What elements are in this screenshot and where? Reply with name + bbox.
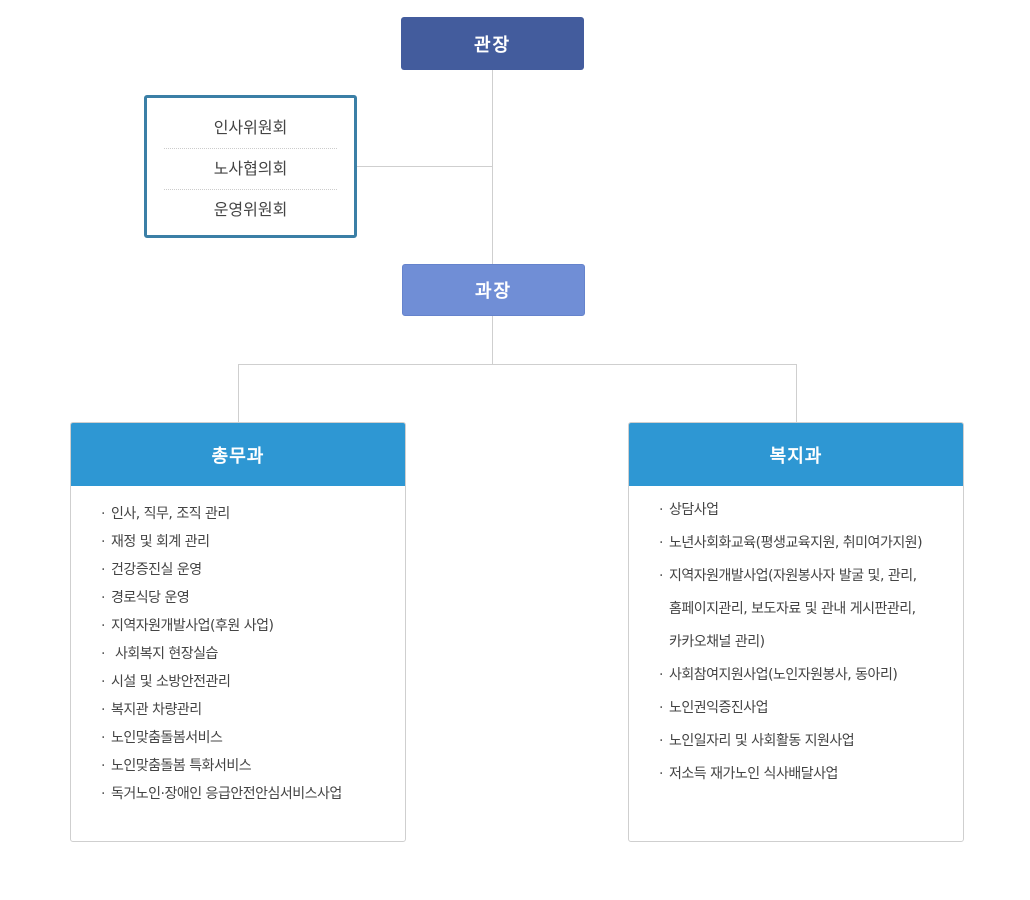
committees-box: 인사위원회 노사협의회 운영위원회 [144,95,357,238]
list-item-multiline: 지역자원개발사업(자원봉사자 발굴 및, 관리, 홈페이지관리, 보도자료 및 … [659,566,963,652]
list-item: 경로식당 운영 [101,588,405,616]
list-item: 사회참여지원사업(노인자원봉사, 동아리) [659,665,963,685]
connector-general [238,364,239,422]
connector-director-manager [492,70,493,264]
department-welfare-list: 상담사업 노년사회화교육(평생교육지원, 취미여가지원) 지역자원개발사업(자원… [629,486,963,784]
list-item: 노인권익증진사업 [659,698,963,718]
connector-horizontal [238,364,797,365]
manager-node: 과장 [402,264,585,316]
list-item-line: 홈페이지관리, 보도자료 및 관내 게시판관리, [669,601,916,617]
department-general: 총무과 인사, 직무, 조직 관리 재정 및 회계 관리 건강증진실 운영 경로… [70,422,406,842]
committee-personnel: 인사위원회 [213,118,288,137]
list-item: 지역자원개발사업(후원 사업) [101,616,405,644]
committee-operation: 운영위원회 [164,189,337,230]
list-item: 인사, 직무, 조직 관리 [101,504,405,532]
list-item: 시설 및 소방안전관리 [101,672,405,700]
list-item-line: 지역자원개발사업(자원봉사자 발굴 및, 관리, [669,568,917,584]
list-item: 노년사회화교육(평생교육지원, 취미여가지원) [659,533,963,553]
department-welfare: 복지과 상담사업 노년사회화교육(평생교육지원, 취미여가지원) 지역자원개발사… [628,422,964,842]
department-welfare-title: 복지과 [629,423,963,486]
list-item: 상담사업 [659,500,963,520]
list-item: 노인맞춤돌봄 특화서비스 [101,756,405,784]
list-item: 저소득 재가노인 식사배달사업 [659,764,963,784]
director-node: 관장 [401,17,584,70]
list-item: 재정 및 회계 관리 [101,532,405,560]
list-item: 복지관 차량관리 [101,700,405,728]
connector-committees [357,166,492,167]
list-item: 독거노인·장애인 응급안전안심서비스사업 [101,784,405,812]
list-item-line: 카카오채널 관리) [669,634,765,650]
department-general-title: 총무과 [71,423,405,486]
list-item: 노인맞춤돌봄서비스 [101,728,405,756]
connector-welfare [796,364,797,422]
list-item: 건강증진실 운영 [101,560,405,588]
manager-label: 과장 [474,281,513,302]
list-item: 노인일자리 및 사회활동 지원사업 [659,731,963,751]
list-item: 사회복지 현장실습 [101,644,405,672]
committee-labor: 노사협의회 [164,148,337,189]
director-label: 관장 [473,34,512,56]
connector-manager-down [492,316,493,364]
department-general-list: 인사, 직무, 조직 관리 재정 및 회계 관리 건강증진실 운영 경로식당 운… [71,486,405,812]
